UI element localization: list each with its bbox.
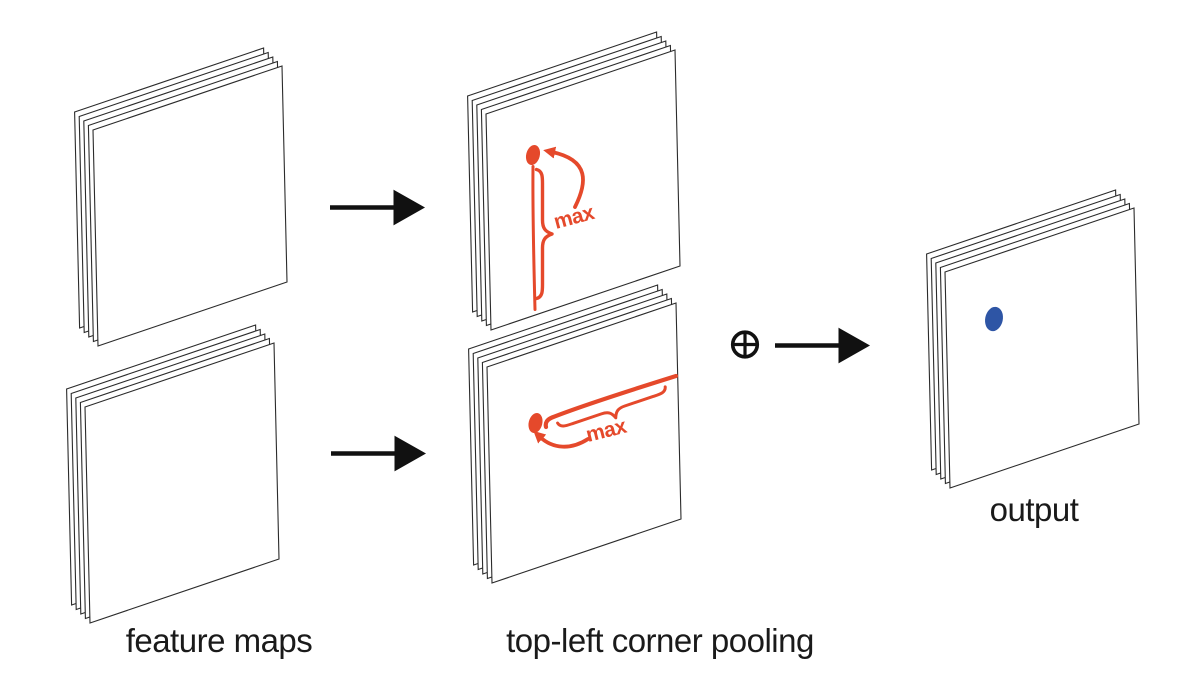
pooled-row-line — [543, 373, 679, 430]
pooling-stack-vertical — [467, 31, 681, 331]
arrow-head — [838, 327, 871, 364]
output-corner-dot — [985, 306, 1003, 332]
feature-maps-label: feature maps — [126, 622, 313, 659]
corner-max-dot — [528, 412, 543, 434]
output-stack — [926, 189, 1140, 489]
feature-map-stack-top — [74, 47, 288, 347]
arrow-right-icon — [775, 327, 871, 364]
corner-max-dot — [525, 144, 541, 166]
pooling-stack-horizontal — [468, 284, 682, 584]
circled-plus-icon — [730, 330, 760, 359]
arrow-head — [394, 435, 427, 472]
arrow-right-icon — [330, 189, 426, 226]
arrow-right-icon — [331, 435, 427, 472]
horizontal-pooling-annotation — [533, 373, 679, 449]
pooling-label: top-left corner pooling — [506, 622, 814, 659]
circled-plus-cross — [732, 332, 758, 357]
pooled-column-line — [531, 165, 537, 311]
arrow-head — [393, 189, 426, 226]
max-to-corner-arrow — [533, 430, 590, 449]
output-label: output — [990, 491, 1079, 528]
feature-map-stack-bottom — [66, 324, 280, 624]
max-to-corner-arrow — [543, 146, 585, 209]
flow-arrows — [330, 189, 871, 472]
vertical-pooling-annotation — [531, 146, 585, 311]
